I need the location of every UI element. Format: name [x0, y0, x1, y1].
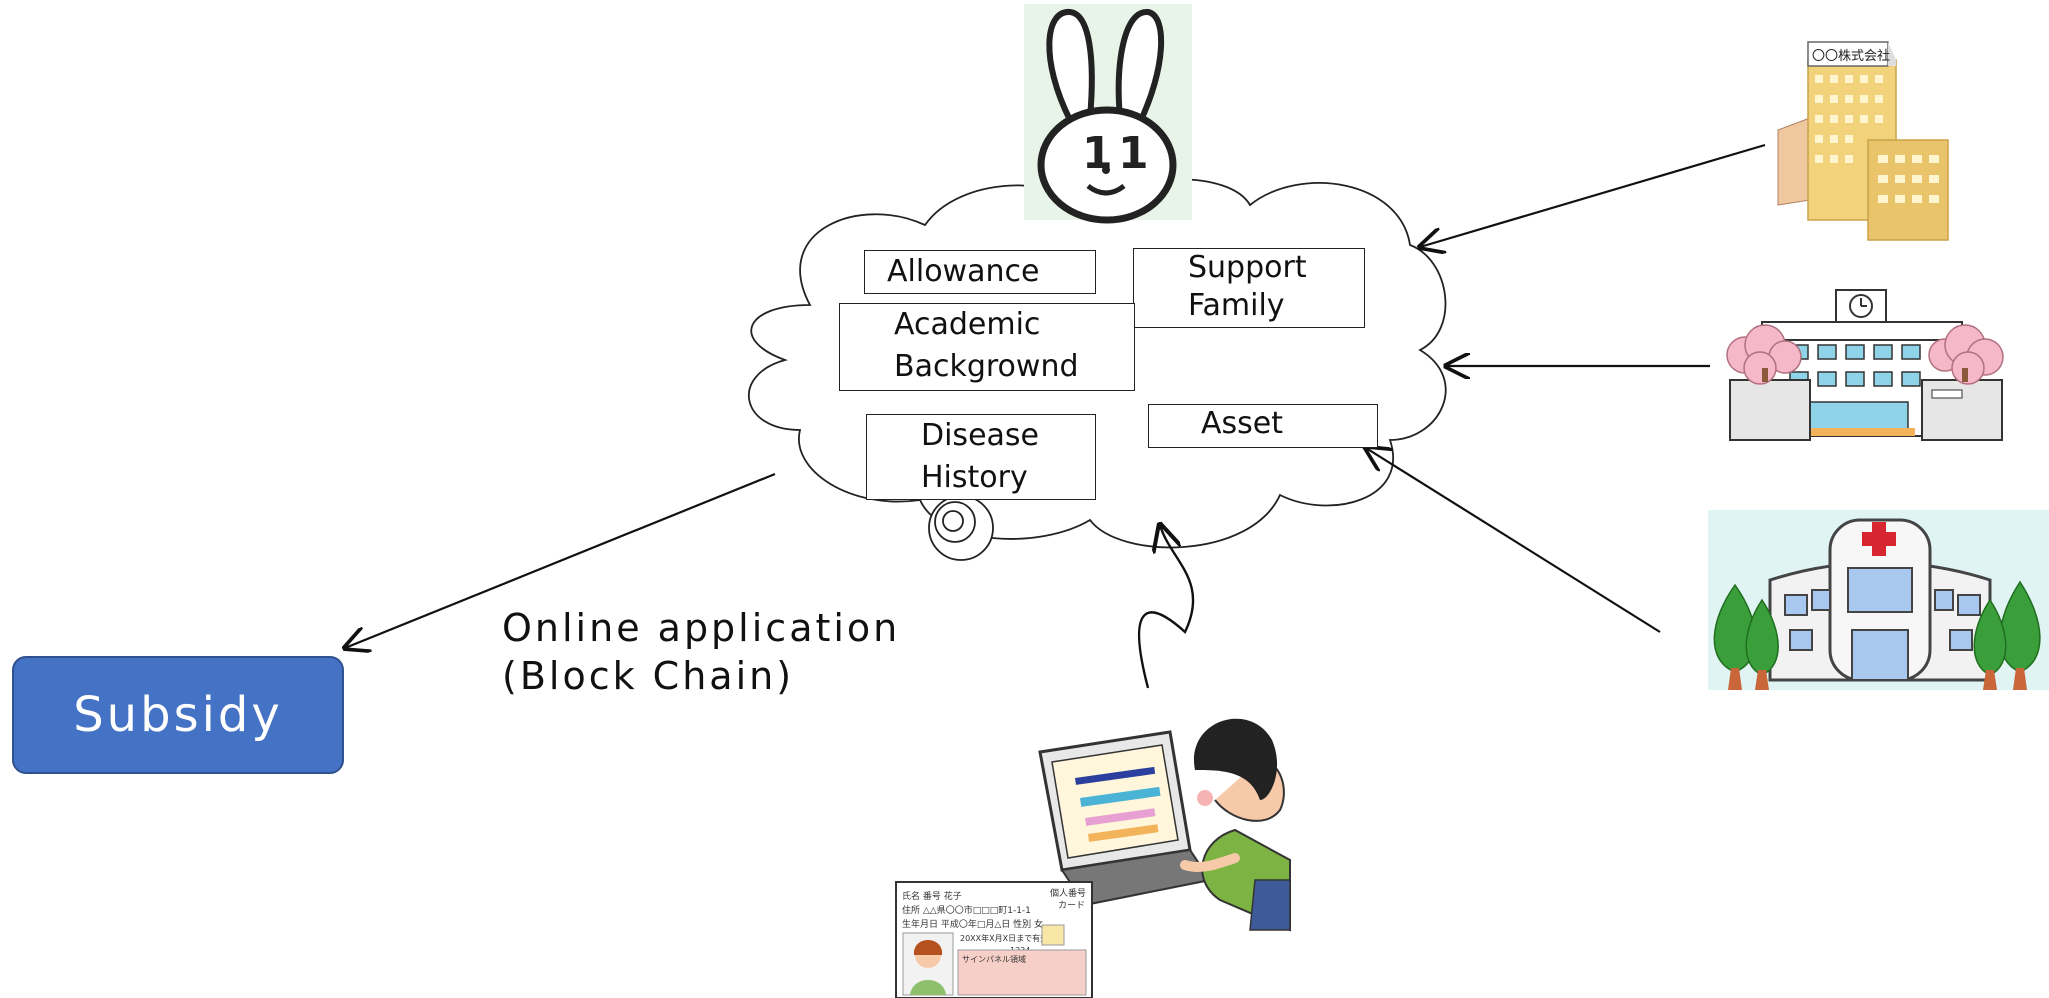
allowance-label: Allowance: [887, 254, 1040, 289]
id-valid: 20XX年X月X日まで有効: [960, 933, 1048, 943]
asset-box: Asset: [1148, 404, 1378, 448]
disease-history-box: Disease History: [866, 414, 1096, 500]
id-sign-area: サインパネル領域: [962, 954, 1026, 964]
arrow-company-to-cloud: [1420, 143, 1766, 247]
arrow-cloud-to-subsidy: [345, 472, 776, 648]
svg-text:カード: カード: [1058, 900, 1085, 911]
company-sign: 〇〇株式会社: [1812, 48, 1890, 64]
subsidy-label: Subsidy: [73, 687, 283, 743]
academic-box: Academic Backgrownd: [839, 303, 1135, 391]
id-card-title: 個人番号: [1050, 887, 1086, 899]
arrow-user-to-cloud: [1138, 525, 1195, 689]
support-family-label: Support Family: [1188, 250, 1307, 323]
support-family-box: Support Family: [1133, 248, 1365, 328]
company-building-icon: 〇〇株式会社: [1777, 41, 1949, 241]
arrow-hospital-to-cloud: [1366, 448, 1661, 633]
academic-label: Academic Backgrownd: [894, 307, 1079, 384]
id-card-icon: 氏名 番号 花子 住所 △△県〇〇市□□□町1-1-1 生年月日 平成〇年□月△…: [895, 881, 1093, 998]
asset-label: Asset: [1201, 406, 1284, 441]
school-building-icon: [1726, 289, 2004, 441]
disease-history-label: Disease History: [921, 418, 1039, 495]
svg-text:1: 1: [1118, 128, 1149, 179]
hospital-building-icon: [1708, 510, 2049, 690]
person-at-laptop-icon: [1038, 718, 1291, 932]
id-dob: 生年月日 平成〇年□月△日 性別 女: [902, 918, 1043, 930]
id-address: 住所 △△県〇〇市□□□町1-1-1: [902, 904, 1031, 916]
id-name: 氏名 番号 花子: [902, 890, 962, 902]
allowance-box: Allowance: [864, 250, 1096, 294]
mynumber-rabbit-mascot: 1 1: [1024, 4, 1192, 224]
online-application-label: Online application (Block Chain): [502, 606, 901, 698]
subsidy-box: Subsidy: [12, 656, 344, 774]
